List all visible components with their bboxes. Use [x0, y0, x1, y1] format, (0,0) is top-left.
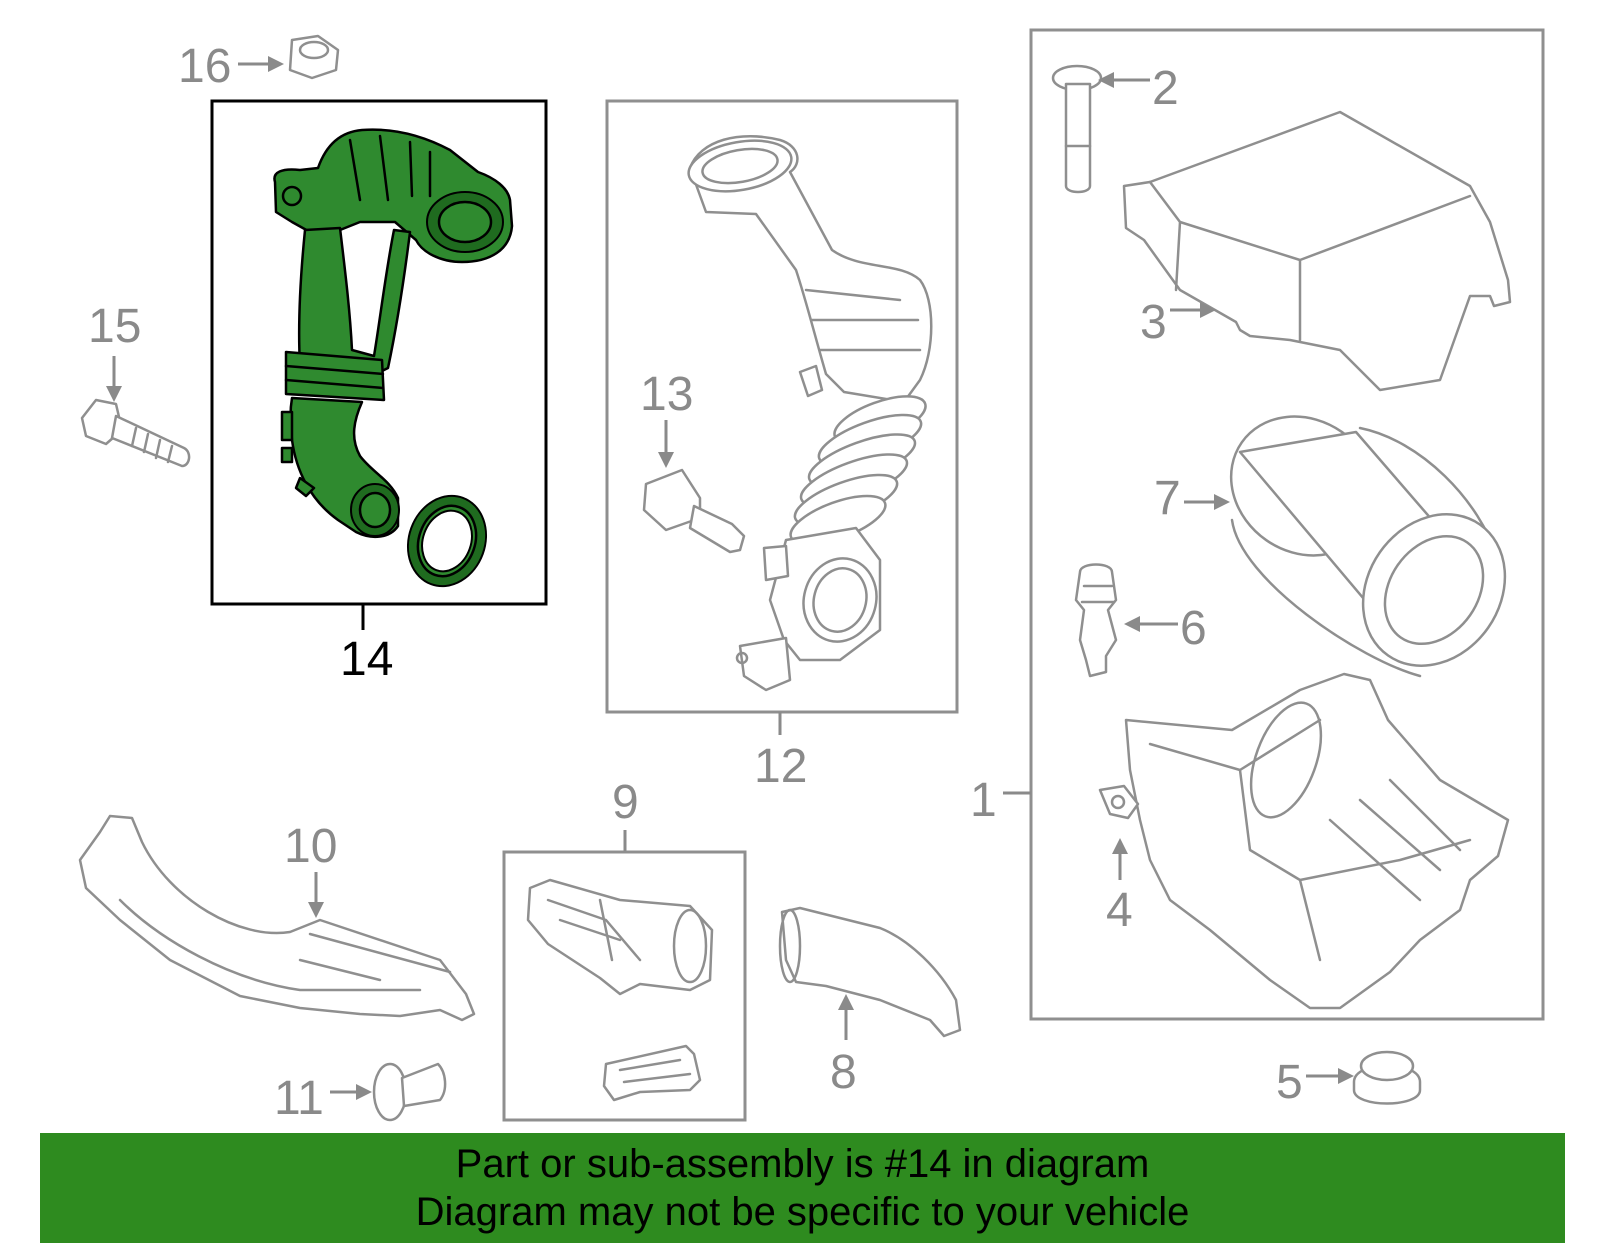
callout-16: 16 — [178, 40, 231, 93]
bellows — [789, 395, 927, 546]
callout-10: 10 — [284, 820, 337, 873]
callout-7: 7 — [1154, 472, 1181, 525]
air-duct-hose[interactable] — [685, 133, 933, 692]
part-6-grommet[interactable]: 6 — [1074, 563, 1207, 678]
part-8-duct[interactable]: 8 — [778, 906, 962, 1099]
part-12-box — [605, 99, 959, 714]
callout-9: 9 — [612, 776, 639, 829]
part-1-group[interactable]: 1 2 3 7 — [970, 28, 1545, 1021]
part-9-box — [502, 850, 747, 1122]
part-1-box — [1029, 28, 1545, 1021]
part-15-bolt[interactable]: 15 — [80, 300, 191, 468]
callout-6: 6 — [1180, 602, 1207, 655]
part-2-bolt[interactable]: 2 — [1051, 62, 1179, 194]
part-12-group[interactable]: 12 13 — [605, 99, 959, 793]
callout-12: 12 — [754, 740, 807, 793]
callout-8: 8 — [830, 1046, 857, 1099]
part-3-cover[interactable]: 3 — [1122, 110, 1512, 392]
callout-3: 3 — [1140, 296, 1167, 349]
part-11-pin[interactable]: 11 — [274, 1062, 447, 1125]
banner-line-2: Diagram may not be specific to your vehi… — [415, 1190, 1190, 1234]
part-13-clip[interactable]: 13 — [640, 368, 746, 554]
air-intake-tube-highlighted[interactable] — [273, 128, 514, 598]
callout-2: 2 — [1152, 62, 1179, 115]
part-16-nut[interactable]: 16 — [178, 34, 340, 93]
part-5-grommet[interactable]: 5 — [1276, 1050, 1422, 1109]
part-4-bracket[interactable]: 4 — [1106, 838, 1133, 937]
callout-13: 13 — [640, 368, 693, 421]
callout-14: 14 — [340, 633, 393, 686]
part-14-box — [210, 99, 548, 606]
part-9-group[interactable]: 9 — [502, 776, 747, 1122]
air-cleaner-housing[interactable] — [1098, 672, 1510, 1010]
banner-line-1: Part or sub-assembly is #14 in diagram — [455, 1142, 1150, 1186]
callout-11: 11 — [274, 1072, 324, 1125]
callout-1: 1 — [970, 774, 997, 827]
part-10-deflector[interactable]: 10 — [78, 814, 476, 1022]
parts-diagram: 16 14 — [78, 28, 1545, 1125]
part-7-filter[interactable]: 7 — [1154, 388, 1534, 693]
callout-15: 15 — [88, 300, 141, 353]
callout-4: 4 — [1106, 884, 1133, 937]
callout-5: 5 — [1276, 1056, 1303, 1109]
info-banner: Part or sub-assembly is #14 in diagram D… — [40, 1133, 1565, 1243]
part-14-group[interactable]: 14 — [210, 99, 548, 686]
